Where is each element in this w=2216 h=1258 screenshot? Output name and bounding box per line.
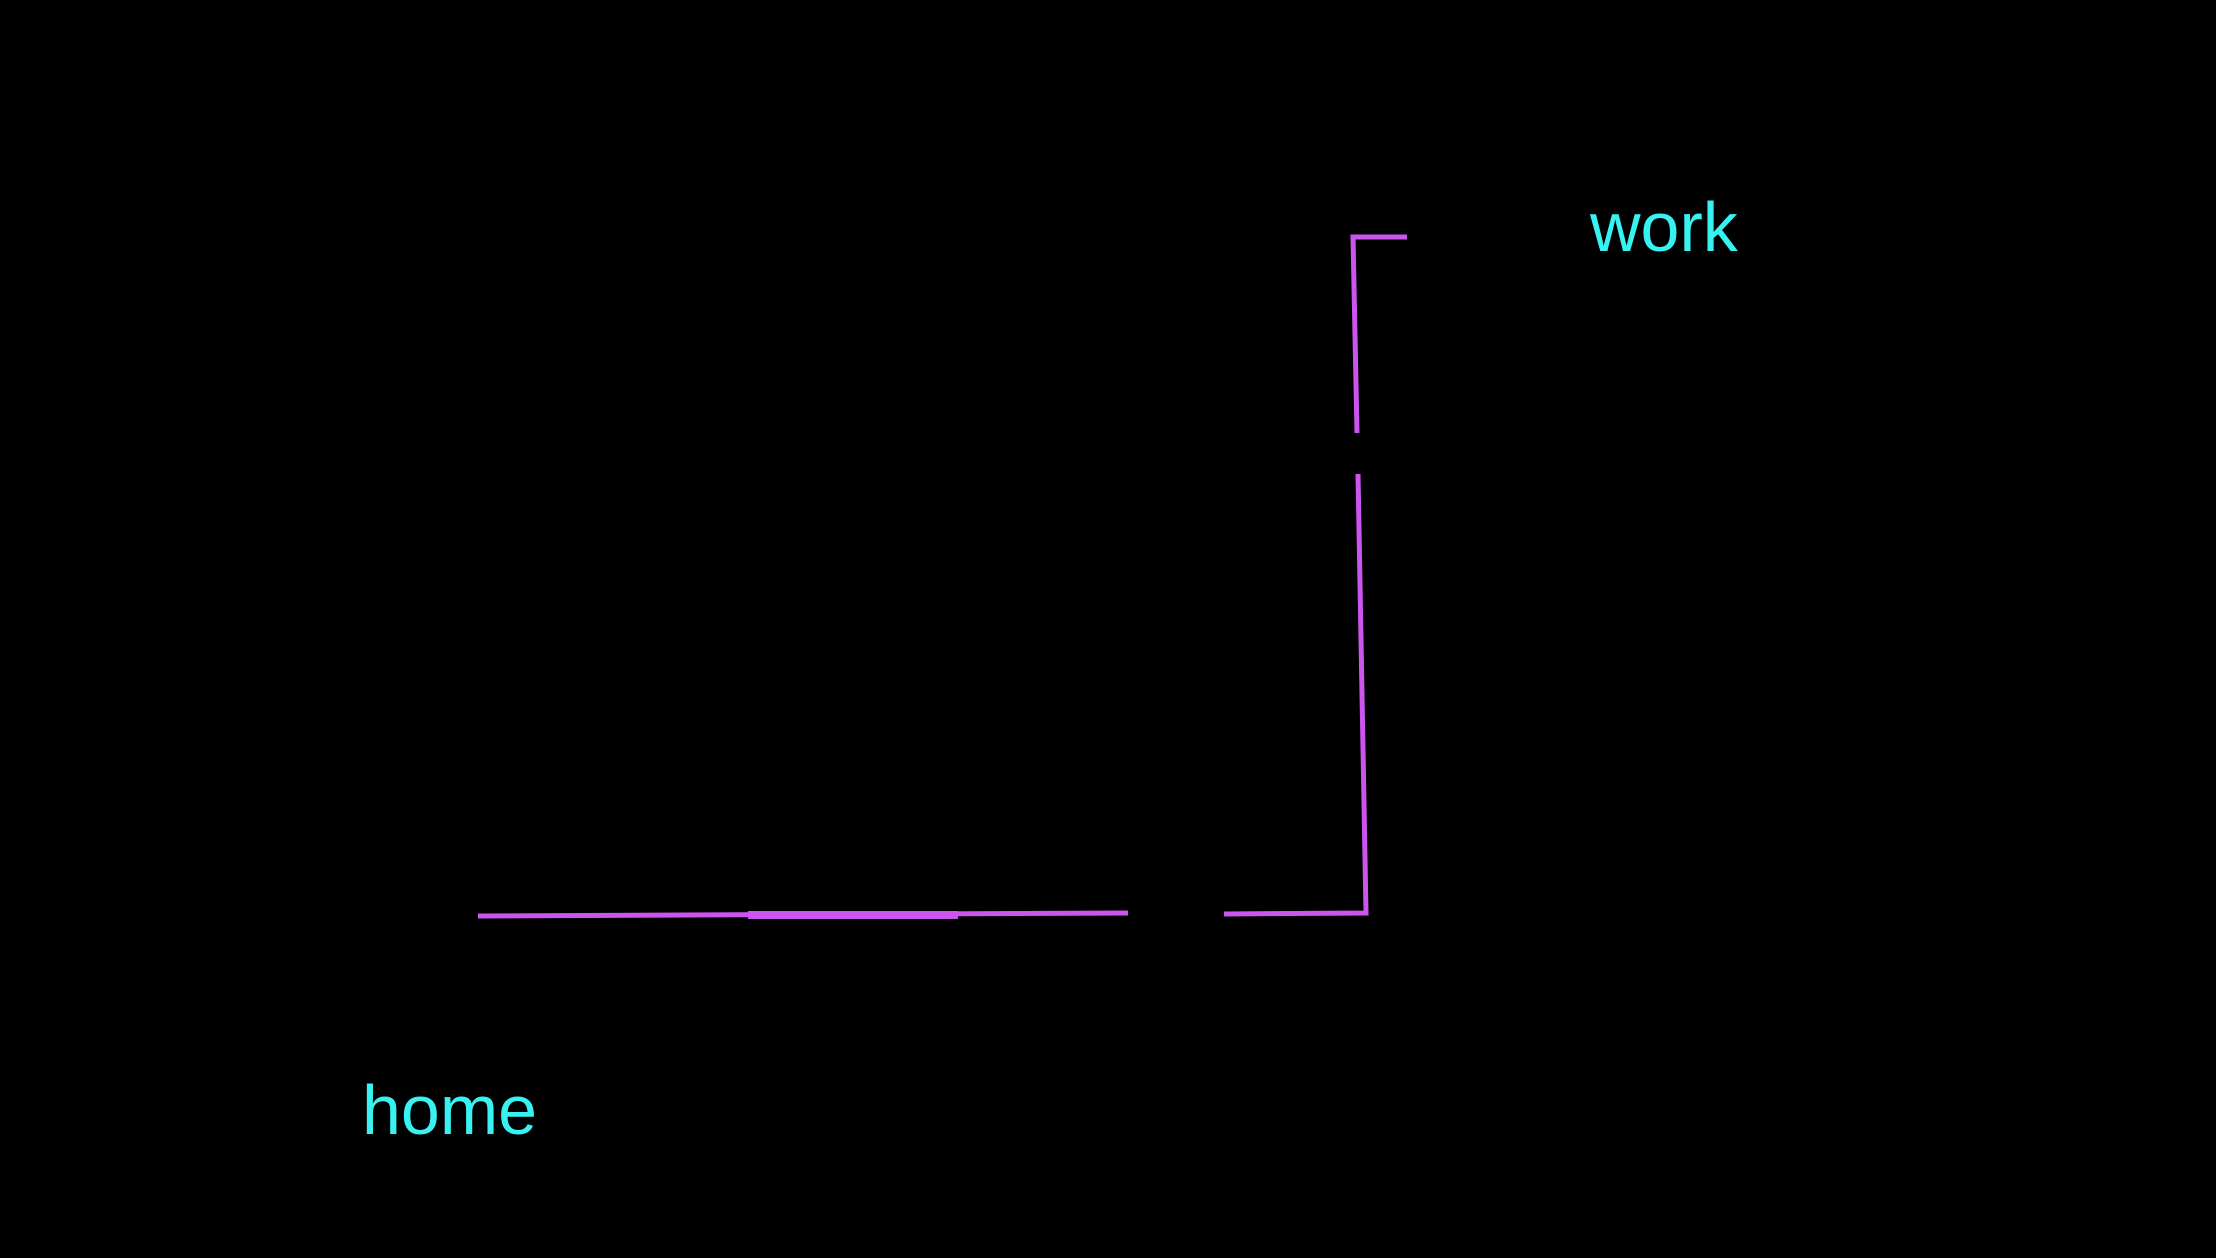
destination-label-work: work bbox=[1590, 188, 1738, 266]
route-segment-to-work bbox=[1350, 234, 1407, 434]
route-segment-corner bbox=[1223, 473, 1369, 917]
origin-label-home: home bbox=[362, 1071, 538, 1149]
